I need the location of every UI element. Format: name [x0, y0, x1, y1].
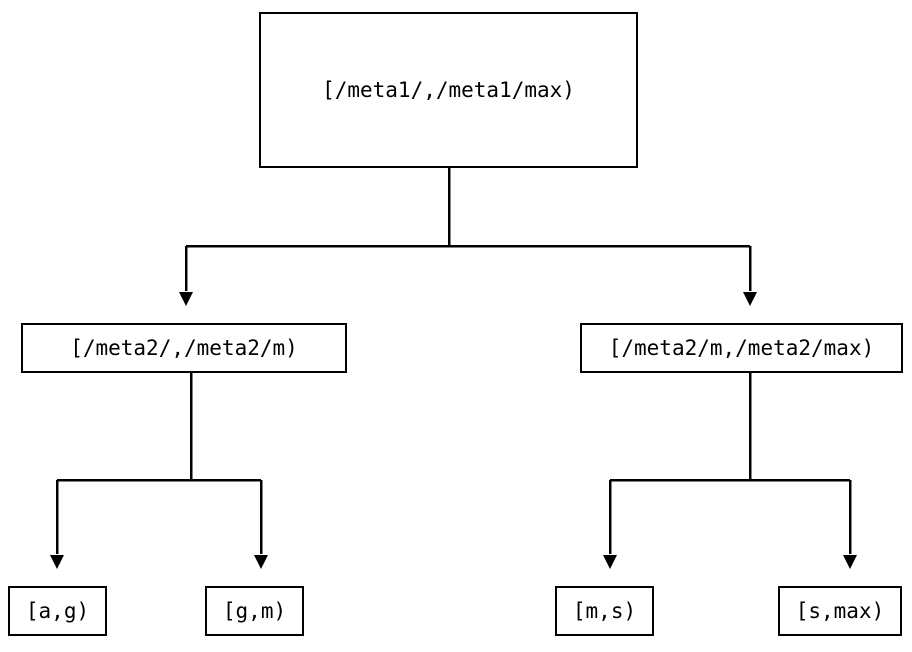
- node-leaf-1[interactable]: [a,g): [8, 586, 107, 636]
- arrowhead-to-leaf-2: [254, 555, 268, 569]
- node-mid-left-label: [/meta2/,/meta2/m): [70, 336, 298, 360]
- node-leaf-4-label: [s,max): [795, 599, 885, 623]
- node-root[interactable]: [/meta1/,/meta1/max): [259, 12, 638, 168]
- node-mid-right[interactable]: [/meta2/m,/meta2/max): [580, 323, 903, 373]
- node-mid-right-label: [/meta2/m,/meta2/max): [608, 336, 875, 360]
- arrowhead-to-mid-right: [743, 292, 757, 306]
- arrowhead-to-mid-left: [179, 292, 193, 306]
- node-leaf-2[interactable]: [g,m): [205, 586, 304, 636]
- node-leaf-3-label: [m,s): [572, 599, 637, 623]
- node-mid-left[interactable]: [/meta2/,/meta2/m): [21, 323, 347, 373]
- arrowhead-to-leaf-4: [843, 555, 857, 569]
- arrowhead-to-leaf-3: [603, 555, 617, 569]
- node-leaf-4[interactable]: [s,max): [778, 586, 902, 636]
- node-root-label: [/meta1/,/meta1/max): [322, 78, 575, 102]
- arrowhead-to-leaf-1: [50, 555, 64, 569]
- node-leaf-1-label: [a,g): [25, 599, 90, 623]
- node-leaf-3[interactable]: [m,s): [555, 586, 654, 636]
- node-leaf-2-label: [g,m): [222, 599, 287, 623]
